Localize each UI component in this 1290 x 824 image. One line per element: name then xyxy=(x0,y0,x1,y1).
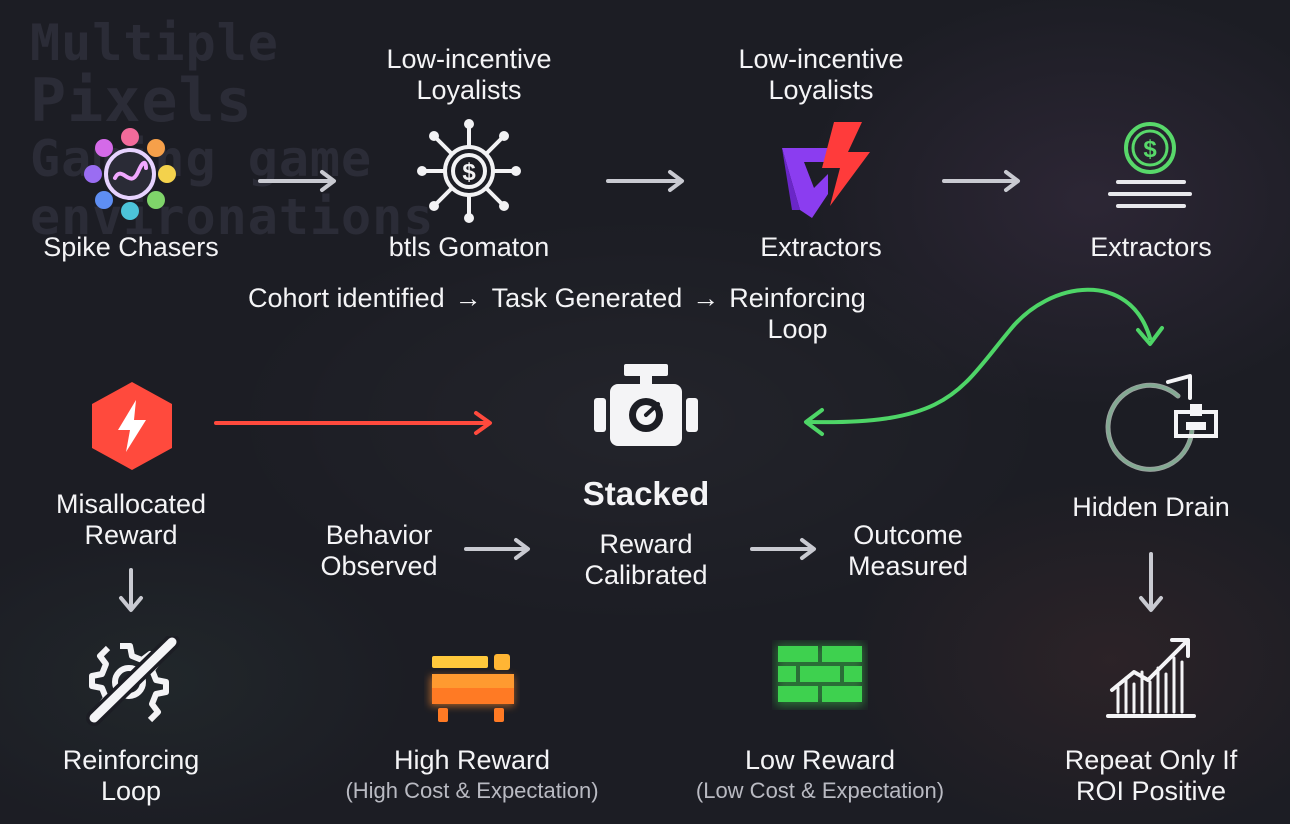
flow-arrow xyxy=(606,170,684,192)
flow-step-arrow: → xyxy=(454,283,482,313)
calibrated-line: Calibrated xyxy=(584,560,708,590)
gomaton-label: btls Gomaton xyxy=(388,232,550,262)
outcome-measured-label: Outcome Measured xyxy=(848,520,968,582)
low-reward-note: (Low Cost & Expectation) xyxy=(695,778,945,803)
behavior-line: Behavior xyxy=(325,520,433,550)
watermark-line: Multiple xyxy=(30,14,279,72)
dollar-network-icon: $ xyxy=(417,119,521,223)
flow-step-cohort: Cohort identified xyxy=(248,283,445,313)
spike-chasers-label: Spike Chasers xyxy=(43,232,219,262)
loyalists-title-1: Low-incentive Loyalists xyxy=(386,44,551,106)
process-flow-line: Cohort identified → Task Generated → Reinfor… xyxy=(248,283,866,345)
broken-gear-icon xyxy=(86,636,180,726)
loyalists-title-line: Low-incentive xyxy=(738,44,904,74)
green-feedback-arrow xyxy=(804,287,1164,436)
outcome-line: Measured xyxy=(847,551,969,581)
misallocated-line: Reward xyxy=(84,520,178,550)
down-arrow xyxy=(119,568,143,612)
flow-arrow xyxy=(464,538,530,560)
low-reward-label: Low Reward xyxy=(744,745,896,775)
repeat-roi-label: Repeat Only If ROI Positive xyxy=(1065,745,1238,807)
extractors-label-2: Extractors xyxy=(1090,232,1212,262)
flow-arrow xyxy=(942,170,1020,192)
green-brick-icon xyxy=(776,644,864,706)
hidden-drain-label: Hidden Drain xyxy=(1072,492,1230,522)
growth-chart-icon xyxy=(1106,638,1196,718)
behavior-line: Observed xyxy=(320,551,438,581)
refresh-drain-icon xyxy=(1105,374,1218,472)
bolt-shield-icon xyxy=(782,122,870,218)
calibrated-line: Reward xyxy=(599,529,693,559)
reinforcing-loop-label: Reinforcing Loop xyxy=(63,745,200,807)
high-reward-note: (High Cost & Expectation) xyxy=(345,778,599,803)
reward-calibrated-label: Reward Calibrated xyxy=(584,529,707,591)
flow-step-loop-line: Loop xyxy=(767,314,828,344)
reinforcing-line: Reinforcing xyxy=(62,745,200,775)
behavior-observed-label: Behavior Observed xyxy=(320,520,437,582)
extractors-label-1: Extractors xyxy=(760,232,882,262)
engine-icon xyxy=(594,364,698,446)
flow-arrow xyxy=(750,538,816,560)
repeat-roi-line: ROI Positive xyxy=(1075,776,1227,806)
flow-step-arrow: → xyxy=(692,283,720,313)
flow-arrow xyxy=(258,170,336,192)
loyalists-title-line: Loyalists xyxy=(416,75,522,105)
red-bolt-hexagon-icon xyxy=(92,382,172,470)
reinforcing-line: Loop xyxy=(100,776,162,806)
flow-step-task: Task Generated xyxy=(491,283,683,313)
watermark-line: Pixels xyxy=(30,66,253,136)
misallocated-line: Misallocated xyxy=(55,489,207,519)
loyalists-title-2: Low-incentive Loyalists xyxy=(738,44,903,106)
flow-step-loop-line: Reinforcing xyxy=(729,283,866,313)
red-arrow xyxy=(214,411,492,435)
coin-stack-icon: $ xyxy=(1108,122,1192,208)
orange-cart-icon xyxy=(430,654,514,722)
background-watermark: Multiple Pixels Gaming game environation… xyxy=(30,14,434,246)
svg-text:$: $ xyxy=(1143,136,1157,163)
stacked-title: Stacked xyxy=(582,475,710,512)
flower-swirl-icon xyxy=(84,128,176,220)
down-arrow xyxy=(1139,552,1163,612)
loyalists-title-line: Low-incentive xyxy=(386,44,552,74)
high-reward-label: High Reward xyxy=(393,745,551,775)
svg-text:$: $ xyxy=(462,159,476,186)
repeat-roi-line: Repeat Only If xyxy=(1064,745,1238,775)
loyalists-title-line: Loyalists xyxy=(768,75,874,105)
outcome-line: Outcome xyxy=(853,520,963,550)
misallocated-reward-label: Misallocated Reward xyxy=(56,489,206,551)
